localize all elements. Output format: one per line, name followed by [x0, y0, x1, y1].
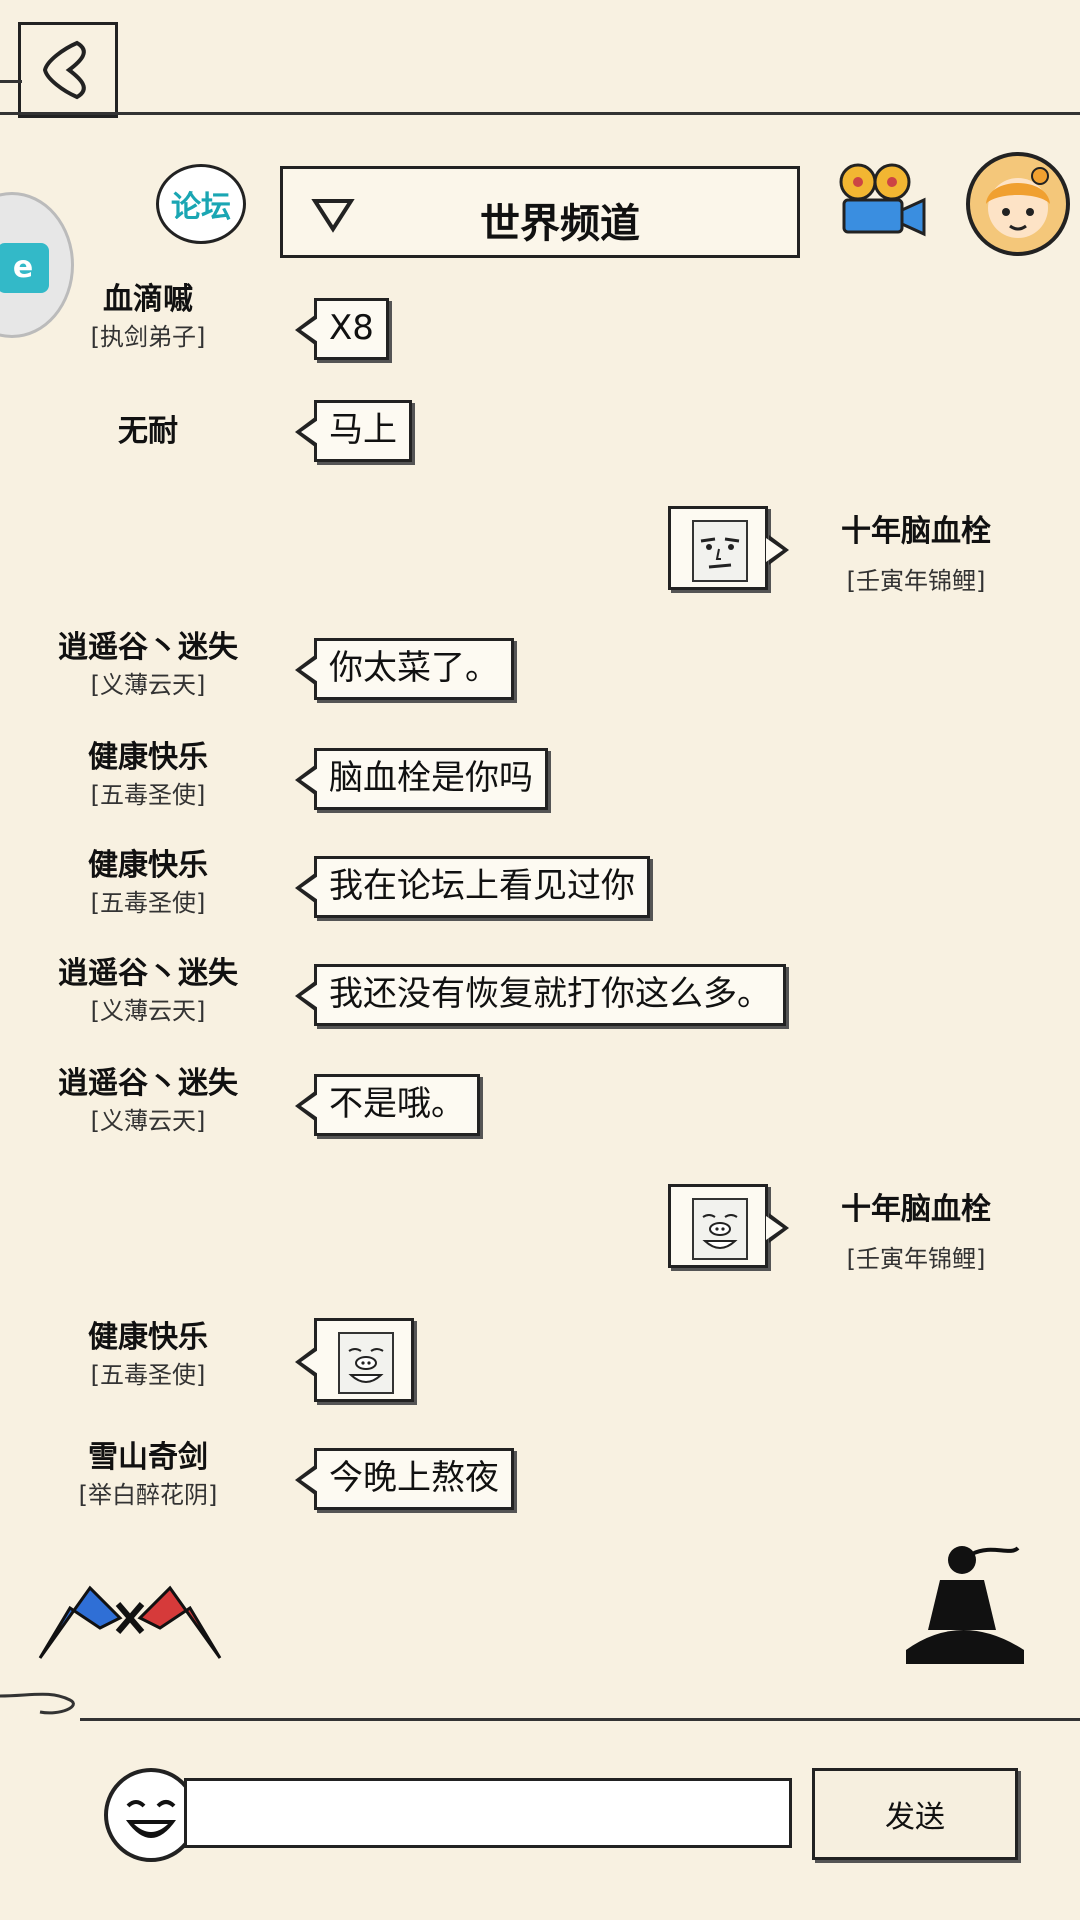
message-sender[interactable]: 雪山奇剑 [举白醉花阴] — [8, 1438, 288, 1512]
sender-title: [义薄云天] — [90, 1107, 206, 1135]
message-sender[interactable]: 血滴嘁 [执剑弟子] — [8, 280, 288, 354]
pig-sticker-icon — [338, 1332, 394, 1394]
sender-name: 逍遥谷丶迷失 — [58, 956, 238, 991]
message-input[interactable] — [184, 1778, 792, 1848]
sender-name: 十年脑血栓 — [841, 514, 991, 549]
sender-title: [壬寅年锦鲤] — [846, 567, 986, 595]
video-camera-icon[interactable] — [830, 162, 930, 242]
sender-name: 血滴嘁 — [103, 282, 193, 317]
message-sender[interactable]: 健康快乐 [五毒圣使] — [8, 1318, 288, 1392]
message-sender[interactable]: 健康快乐 [五毒圣使] — [8, 846, 288, 920]
sender-name: 逍遥谷丶迷失 — [58, 630, 238, 665]
message-bubble[interactable]: 我在论坛上看见过你 — [295, 856, 650, 918]
message-bubble[interactable]: X8 — [295, 298, 389, 360]
girl-avatar-icon — [986, 167, 1050, 238]
sender-title: [五毒圣使] — [90, 781, 206, 809]
forum-label: 论坛 — [171, 190, 231, 225]
message-bubble[interactable]: 脑血栓是你吗 — [295, 748, 548, 810]
back-arrow-icon — [42, 40, 86, 100]
message-sender[interactable]: 无耐 — [8, 412, 288, 452]
message-sender[interactable]: 逍遥谷丶迷失 [义薄云天] — [8, 954, 288, 1028]
sticker-message[interactable] — [668, 1184, 789, 1268]
side-app-icon: e — [0, 243, 49, 293]
channel-title: 世界频道 — [480, 201, 640, 247]
sender-title: [义薄云天] — [90, 997, 206, 1025]
message-bubble[interactable]: 马上 — [295, 400, 412, 462]
message-bubble[interactable]: 不是哦。 — [295, 1074, 480, 1136]
sticker-message[interactable] — [668, 506, 789, 590]
back-button[interactable] — [18, 22, 118, 118]
divider — [80, 1718, 1080, 1721]
send-button[interactable]: 发送 — [812, 1768, 1018, 1860]
sticker-message[interactable] — [295, 1318, 414, 1402]
channel-dropdown[interactable]: 世界频道 — [280, 166, 800, 258]
message-bubble[interactable]: 今晚上熬夜 — [295, 1448, 514, 1510]
forum-button[interactable]: 论坛 — [156, 164, 246, 244]
sender-name: 健康快乐 — [88, 848, 208, 883]
sender-name: 雪山奇剑 — [88, 1440, 208, 1475]
dropdown-triangle-icon — [311, 199, 355, 233]
versus-emblem-icon — [38, 1585, 222, 1659]
message-sender[interactable]: 十年脑血栓 [壬寅年锦鲤] — [776, 1184, 1056, 1282]
divider — [0, 80, 22, 83]
sender-title: [举白醉花阴] — [78, 1481, 218, 1509]
sender-name: 逍遥谷丶迷失 — [58, 1066, 238, 1101]
sender-name: 健康快乐 — [88, 1320, 208, 1355]
message-sender[interactable]: 逍遥谷丶迷失 [义薄云天] — [8, 628, 288, 702]
message-bubble[interactable]: 你太菜了。 — [295, 638, 514, 700]
message-sender[interactable]: 健康快乐 [五毒圣使] — [8, 738, 288, 812]
sender-title: [执剑弟子] — [90, 323, 206, 351]
sender-title: [壬寅年锦鲤] — [846, 1245, 986, 1273]
swirl-decoration-icon — [0, 1692, 75, 1715]
sender-name: 健康快乐 — [88, 740, 208, 775]
meditating-figure-icon — [906, 1546, 1024, 1664]
divider — [0, 112, 1080, 115]
sender-title: [五毒圣使] — [90, 889, 206, 917]
sender-name: 十年脑血栓 — [841, 1192, 991, 1227]
sender-title: [五毒圣使] — [90, 1361, 206, 1389]
message-sender[interactable]: 逍遥谷丶迷失 [义薄云天] — [8, 1064, 288, 1138]
avatar[interactable] — [966, 152, 1070, 256]
send-label: 发送 — [885, 1800, 945, 1835]
laughing-face-icon — [126, 1800, 176, 1838]
pig-sticker-icon — [692, 1198, 748, 1260]
sender-title: [义薄云天] — [90, 671, 206, 699]
message-sender[interactable]: 十年脑血栓 [壬寅年锦鲤] — [776, 506, 1056, 604]
chat-list[interactable]: 血滴嘁 [执剑弟子] X8 无耐 马上 十年脑血栓 [壬寅年锦鲤] 逍遥谷丶迷失… — [0, 270, 1080, 1560]
message-bubble[interactable]: 我还没有恢复就打你这么多。 — [295, 964, 786, 1026]
sender-name: 无耐 — [118, 414, 178, 449]
face-sticker-icon — [692, 520, 748, 582]
